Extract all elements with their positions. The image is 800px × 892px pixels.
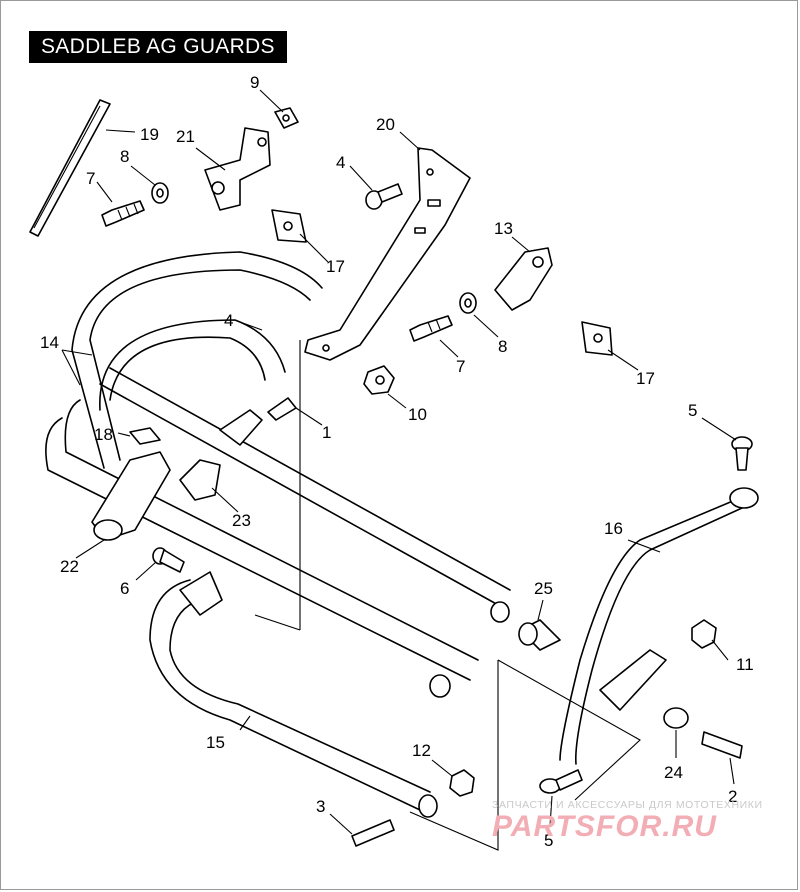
callout-4: 4 [336,153,345,172]
part-9-clip-nut [274,107,299,129]
callout-24: 24 [664,763,683,782]
callout-21: 21 [176,127,195,146]
part-19-trim-strip [29,99,111,237]
callout-leader-lines [61,89,737,835]
callout-5-lower: 5 [544,831,553,850]
part-5-bolt-lower [539,769,583,794]
part-21-bracket [204,127,271,211]
part-16-support-rail [559,487,759,765]
callout-1: 1 [322,423,331,442]
part-1-screw [267,397,297,421]
part-3-screw [351,819,395,847]
part-22-strut [91,451,171,541]
callout-6: 6 [120,579,129,598]
callout-13: 13 [494,219,513,238]
part-4-bolt-upper [365,183,403,210]
callout-5: 5 [688,401,697,420]
callout-14: 14 [40,333,59,352]
part-10-nut [363,365,395,395]
callout-20: 20 [376,115,395,134]
callout-11: 11 [736,655,754,674]
callout-18: 18 [94,425,113,444]
part-23-clamp [179,409,263,501]
part-14-front-guard [45,251,511,698]
part-11-nut [691,619,717,649]
part-17-clip-lower [581,321,613,356]
callout-4-lower: 4 [224,311,233,330]
part-24-spacer [663,707,689,729]
part-20-mounting-bracket [304,147,471,361]
callout-2: 2 [728,787,737,806]
part-18-pad [129,427,161,445]
callout-10: 10 [408,405,427,424]
callout-16: 16 [604,519,623,538]
part-6-bolt [152,547,185,573]
watermark-tagline: ЗАПЧАСТИ И АКСЕССУАРЫ ДЛЯ МОТОТЕХНИКИ [492,799,763,811]
callout-22: 22 [60,557,79,576]
part-7-bolt-lower [409,315,453,342]
callout-23: 23 [232,511,251,530]
callout-17-lower: 17 [636,369,655,388]
diagram-title: SADDLEB AG GUARDS [29,31,287,63]
callout-8-lower: 8 [498,337,507,356]
watermark-logo: PARTSFOR.RU [492,810,717,843]
part-8-washer-lower [459,292,477,314]
part-8-washer-upper [151,182,169,204]
callout-7: 7 [86,169,95,188]
part-13-bracket [494,247,553,311]
callout-labels: 9 19 21 8 7 20 4 17 13 4 14 8 7 17 10 1 … [40,73,754,850]
part-7-bolt-upper [101,200,145,227]
part-12-nut [449,769,475,797]
callout-9: 9 [250,73,259,92]
callout-15: 15 [206,733,225,752]
part-25-spacer [518,619,561,651]
part-15-rear-guard [149,571,438,818]
callout-17: 17 [326,257,345,276]
callout-25: 25 [534,579,553,598]
part-2-bolt [701,731,743,759]
callout-8: 8 [120,147,129,166]
callout-12: 12 [412,741,431,760]
callout-3: 3 [316,797,325,816]
callout-19: 19 [140,125,159,144]
part-17-clip-upper [271,209,307,243]
part-5-bolt-upper [731,436,753,471]
callout-7-lower: 7 [456,357,465,376]
background-panel-lines [254,340,641,851]
